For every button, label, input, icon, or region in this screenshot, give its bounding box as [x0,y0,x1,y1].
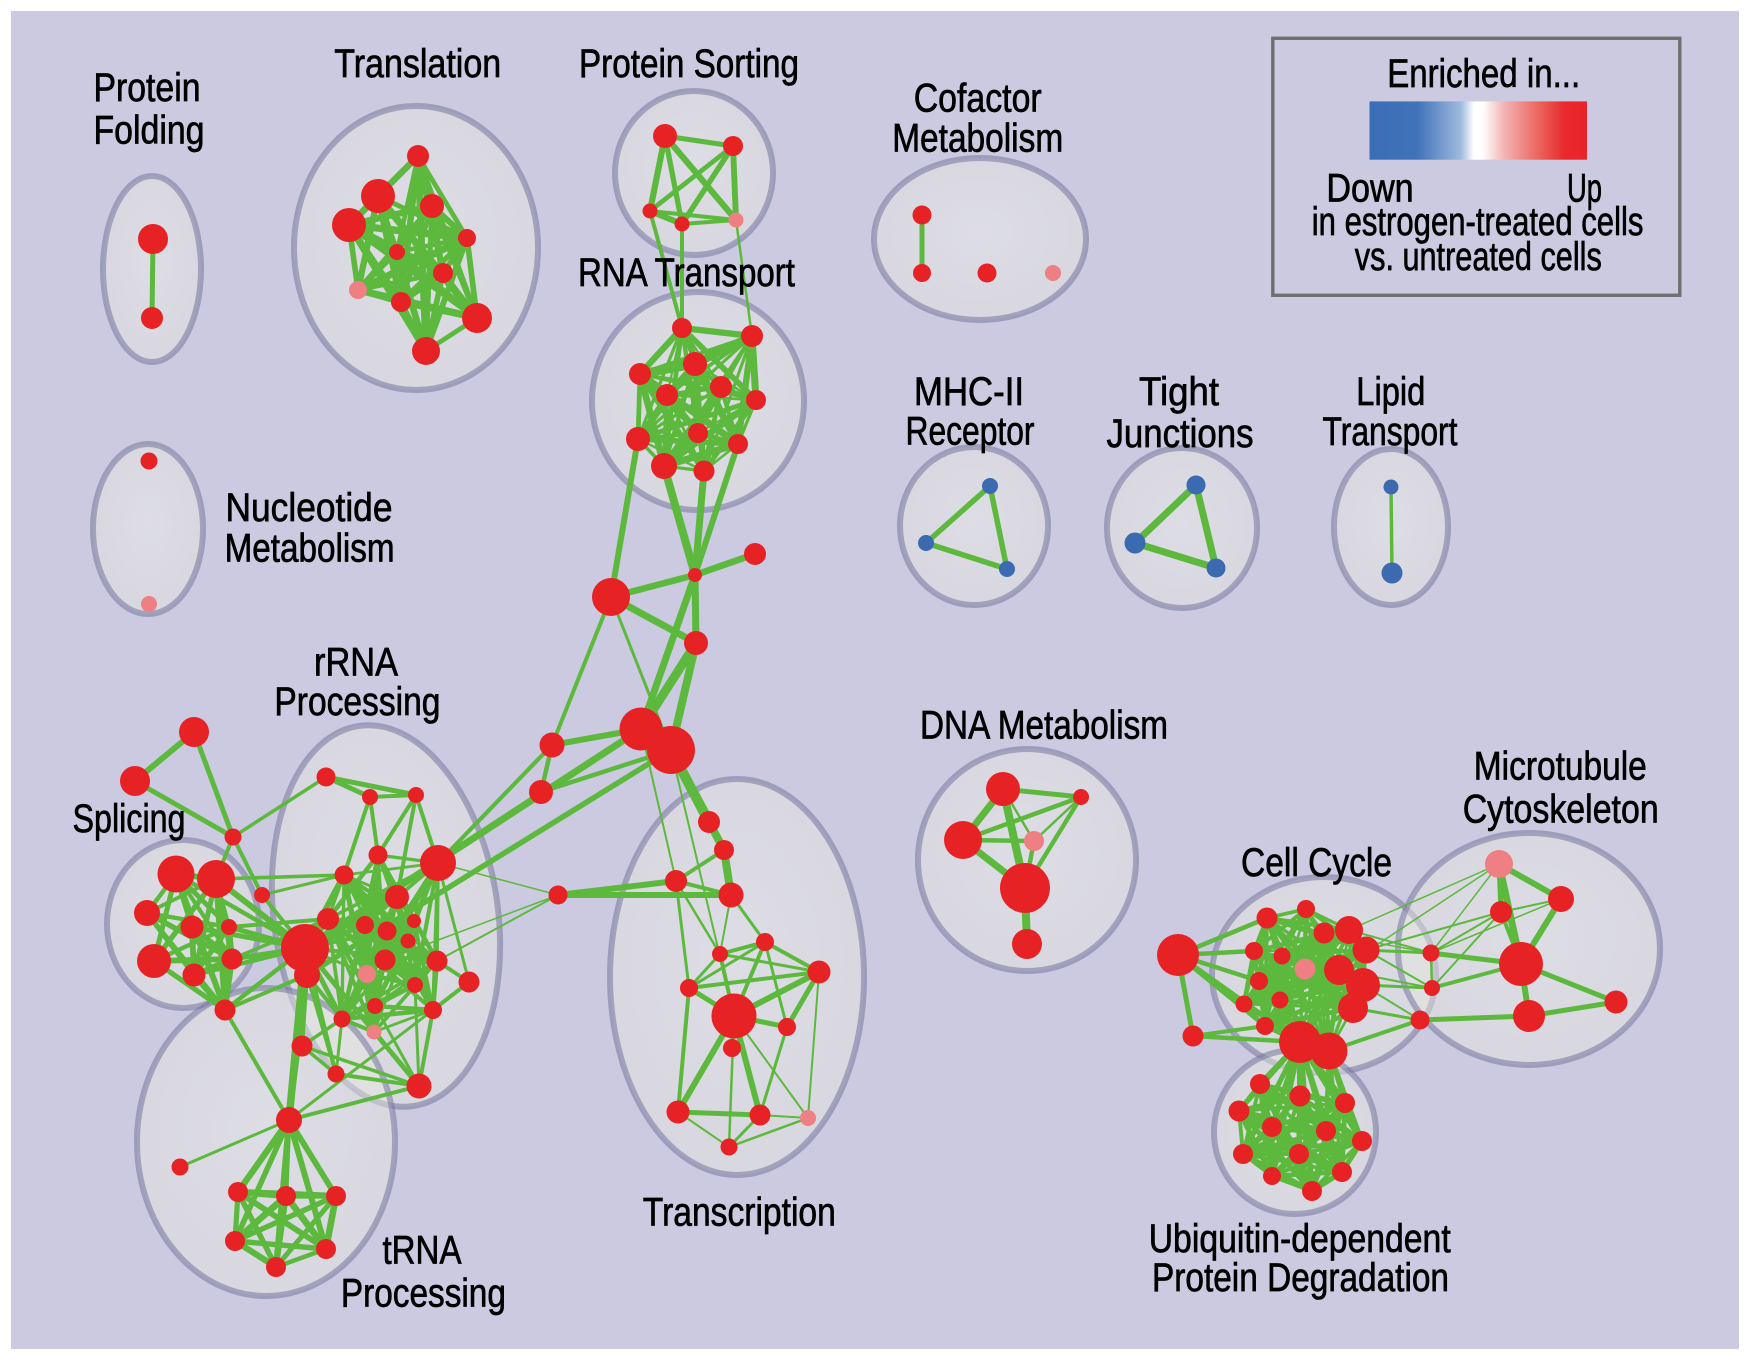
svg-text:Metabolism: Metabolism [225,527,395,571]
svg-text:Cell Cycle: Cell Cycle [1241,841,1392,885]
svg-text:Down: Down [1326,166,1413,210]
svg-text:Splicing: Splicing [73,797,186,841]
svg-text:Translation: Translation [334,42,501,86]
svg-text:Processing: Processing [274,680,440,724]
svg-text:tRNA: tRNA [383,1229,462,1273]
svg-text:Protein: Protein [94,66,201,110]
svg-text:Protein Degradation: Protein Degradation [1152,1256,1449,1300]
svg-text:RNA Transport: RNA Transport [578,251,795,295]
svg-text:Nucleotide: Nucleotide [226,486,393,530]
svg-text:Processing: Processing [341,1272,506,1316]
svg-text:Protein Sorting: Protein Sorting [579,42,799,86]
svg-text:Junctions: Junctions [1107,412,1254,456]
svg-text:Receptor: Receptor [906,409,1035,453]
svg-text:Cytoskeleton: Cytoskeleton [1463,788,1659,832]
svg-text:Metabolism: Metabolism [892,116,1063,160]
svg-text:Transport: Transport [1323,410,1458,454]
svg-text:MHC-II: MHC-II [914,370,1024,414]
svg-text:Cofactor: Cofactor [914,76,1042,120]
svg-text:Enriched in...: Enriched in... [1387,52,1580,96]
svg-text:vs. untreated cells: vs. untreated cells [1355,235,1602,279]
svg-text:in estrogen-treated cells: in estrogen-treated cells [1312,200,1644,244]
svg-text:Tight: Tight [1139,370,1219,414]
svg-text:Microtubule: Microtubule [1474,745,1647,789]
svg-text:Up: Up [1567,166,1602,210]
svg-text:Ubiquitin-dependent: Ubiquitin-dependent [1149,1217,1451,1261]
svg-text:DNA Metabolism: DNA Metabolism [920,703,1168,747]
svg-text:Folding: Folding [94,109,205,153]
svg-text:Transcription: Transcription [643,1190,836,1234]
svg-text:Lipid: Lipid [1356,370,1425,414]
svg-text:rRNA: rRNA [314,640,398,684]
